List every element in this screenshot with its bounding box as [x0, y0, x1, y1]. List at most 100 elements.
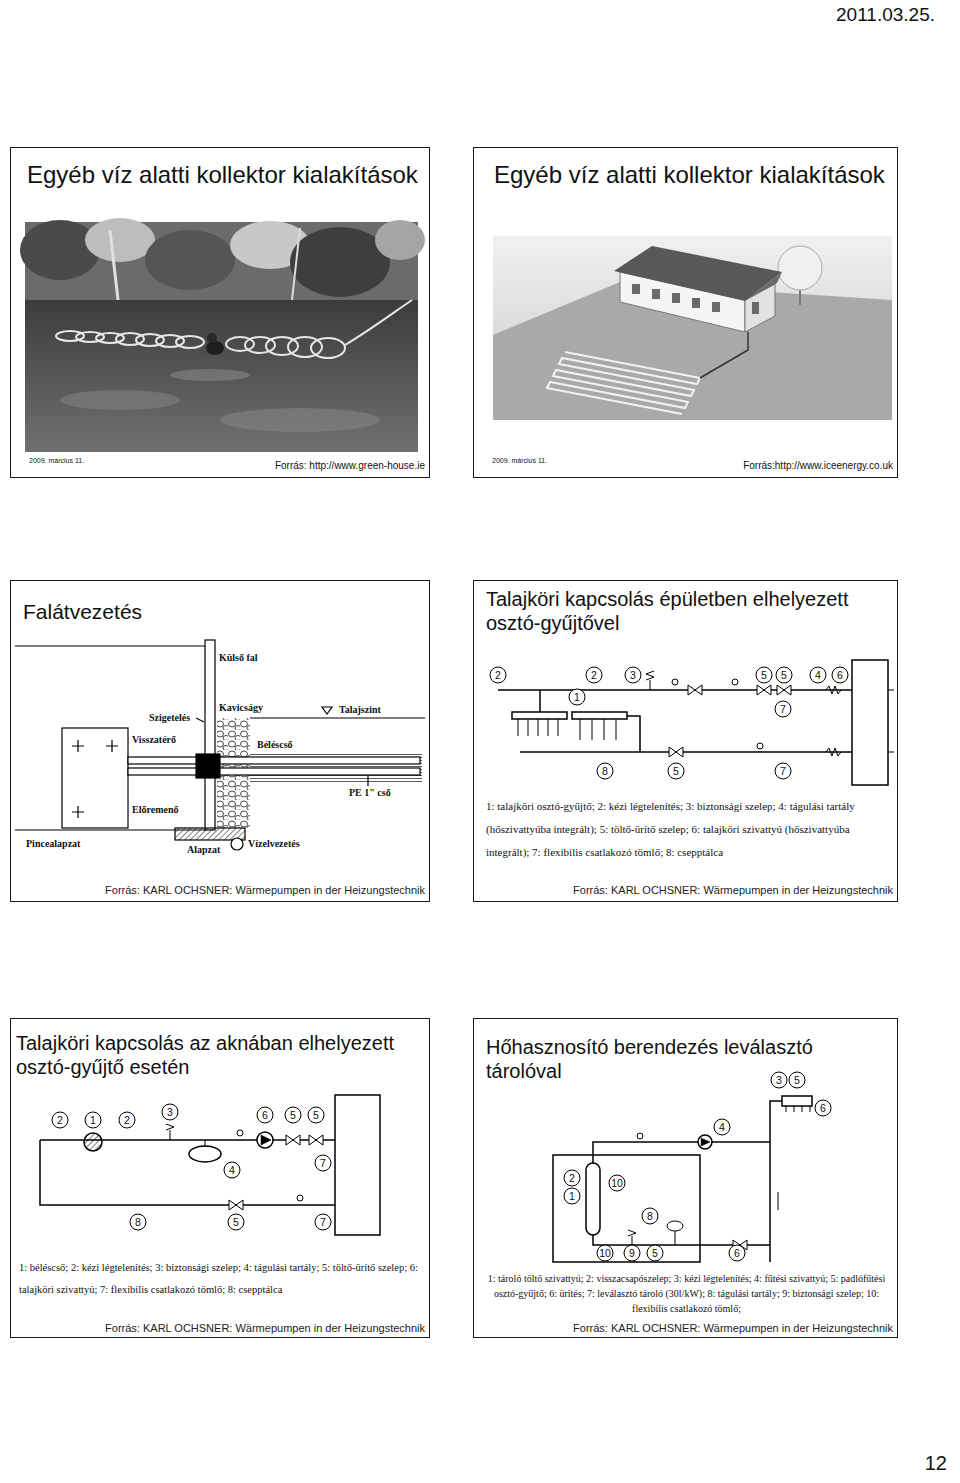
circuit-schematic — [672, 679, 678, 685]
callout-number: 7 — [780, 766, 786, 777]
circuit-schematic — [675, 1230, 676, 1245]
callout-circle — [624, 1245, 640, 1261]
circuit-schematic — [40, 1140, 335, 1205]
circuit-schematic — [593, 1235, 770, 1262]
callout-circle — [775, 701, 791, 717]
callout-number: 4 — [719, 1122, 725, 1133]
callout-number: 9 — [629, 1248, 635, 1259]
circuit-schematic — [628, 1230, 636, 1245]
callout-number: 2 — [495, 670, 501, 681]
callout-circle — [714, 1119, 730, 1135]
slide-title: Hőhasznosító berendezés leválasztó tárol… — [486, 1035, 886, 1083]
callout-circle — [315, 1214, 331, 1230]
callout-circle — [52, 1104, 331, 1230]
callout-circle — [224, 1162, 240, 1178]
callout-circle — [771, 1072, 787, 1088]
circuit-schematic — [669, 747, 683, 757]
pond-photo — [207, 333, 217, 343]
circuit-schematic — [701, 1138, 710, 1146]
part-label: Szigetelés — [148, 712, 191, 724]
pond-photo — [345, 300, 412, 345]
circuit-schematic — [309, 1135, 323, 1145]
callout-circle — [775, 763, 791, 779]
circuit-schematic — [286, 1135, 300, 1145]
wall-section — [205, 640, 215, 830]
circuit-schematic — [237, 1130, 243, 1136]
circuit-schematic — [593, 1101, 782, 1163]
pond-photo — [145, 230, 235, 290]
circuit-schematic — [257, 1132, 273, 1148]
part-label: Visszatérő — [131, 734, 177, 746]
pond-photo — [20, 218, 425, 452]
callout-number: 4 — [229, 1165, 235, 1176]
circuit-schematic — [40, 1095, 380, 1235]
circuit-schematic — [782, 1096, 812, 1106]
callout-number: 5 — [673, 766, 679, 777]
house-render — [493, 282, 892, 420]
source-note: Forrás: KARL OCHSNER: Wärmepumpen in der… — [478, 1322, 893, 1335]
callout-number: 6 — [820, 1103, 826, 1114]
wall-section — [128, 768, 420, 775]
callout-circle — [285, 1107, 301, 1123]
house-render — [778, 246, 822, 290]
circuit-schematic — [888, 690, 894, 752]
circuit-schematic — [786, 1106, 810, 1112]
wall-section — [128, 757, 420, 764]
callout-number: 3 — [630, 670, 636, 681]
callout-circle — [597, 763, 613, 779]
callout-number: 5 — [761, 670, 767, 681]
house-render — [672, 293, 680, 303]
callout-circle — [586, 667, 602, 683]
callout-circle — [647, 1245, 663, 1261]
circuit-schematic — [646, 671, 654, 690]
wall-section — [322, 707, 332, 714]
callout-circle — [85, 1112, 101, 1128]
circuit-schematic — [261, 1135, 271, 1145]
circuit-schematic — [553, 1155, 700, 1262]
wall-section — [231, 838, 243, 850]
wall-section — [15, 640, 425, 850]
pond-photo — [220, 408, 380, 432]
slide-panel: Egyéb víz alatti kollektor kialakításokF… — [10, 147, 430, 478]
circuit-schematic — [637, 1133, 643, 1139]
callout-circle — [162, 1104, 178, 1120]
circuit-schematic — [757, 743, 763, 749]
callout-circle — [119, 1112, 135, 1128]
callout-number: 2 — [57, 1115, 63, 1126]
date-stamp: 2009. március 11. — [491, 457, 548, 465]
part-label: Béléscső — [256, 739, 294, 751]
circuit-schematic — [518, 719, 616, 740]
callout-number: 5 — [313, 1110, 319, 1121]
house-render — [632, 284, 640, 294]
circuit-schematic — [498, 660, 894, 785]
pond-photo — [176, 336, 204, 348]
circuit-schematic — [297, 1195, 303, 1201]
callout-number: 10 — [599, 1248, 611, 1259]
circuit-schematic — [826, 686, 841, 756]
part-label: Vízelvezetés — [247, 838, 301, 850]
circuit-schematic — [852, 660, 888, 785]
house-render — [745, 272, 782, 301]
callout-number: 3 — [776, 1075, 782, 1086]
wall-section — [196, 754, 220, 778]
callout-number: 2 — [591, 670, 597, 681]
callout-circle — [228, 1214, 244, 1230]
house-render — [692, 298, 700, 308]
pond-photo — [20, 220, 100, 280]
pond-photo — [206, 341, 224, 355]
circuit-schematic — [627, 716, 640, 752]
circuit-schematic — [166, 1124, 174, 1140]
date-stamp: 2009. március 11. — [28, 457, 85, 465]
callout-circle — [832, 667, 848, 683]
house-render — [799, 290, 801, 305]
wall-section — [250, 717, 425, 718]
circuit-schematic — [732, 679, 738, 685]
callout-number: 1 — [90, 1115, 96, 1126]
house-render — [632, 284, 759, 314]
circuit-schematic — [586, 1163, 600, 1235]
callout-number: 8 — [602, 766, 608, 777]
circuit-schematic — [539, 690, 541, 712]
pond-photo — [110, 230, 118, 300]
slide-title: Egyéb víz alatti kollektor kialakítások — [27, 160, 422, 190]
callout-number: 5 — [233, 1217, 239, 1228]
